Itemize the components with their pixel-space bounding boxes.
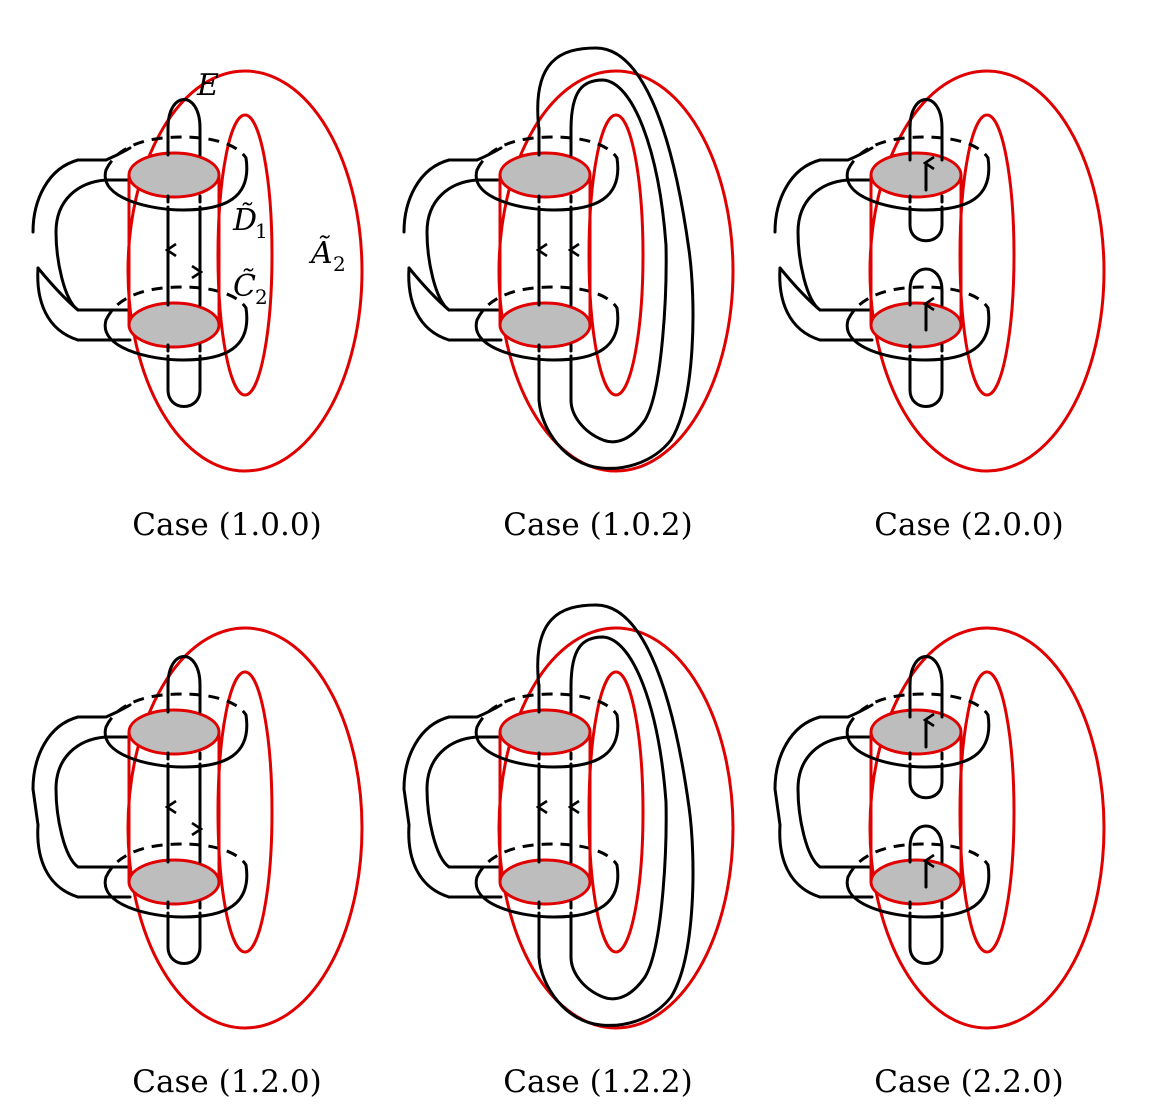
left-handle — [31, 146, 132, 342]
label-A-subscript: 2 — [333, 252, 346, 276]
case-caption: Case (1.2.0) — [132, 1064, 321, 1100]
case-panel: Case (1.0.0) — [31, 69, 364, 543]
disk-C2 — [127, 301, 221, 349]
torus-outer — [497, 69, 735, 473]
disk-D1 — [869, 151, 963, 199]
label-C-text: C̃ — [233, 269, 256, 304]
disk-D1 — [498, 708, 592, 756]
vertical-strands — [908, 98, 944, 408]
label-D-subscript: 1 — [255, 219, 268, 243]
disk-D1 — [869, 708, 963, 756]
disk-C2 — [869, 301, 963, 349]
label-C2: C̃ 2 — [233, 269, 268, 309]
torus-outer — [868, 69, 1106, 473]
torus-outer — [868, 626, 1106, 1030]
label-D1: D̃ 1 — [232, 203, 268, 243]
label-C-subscript: 2 — [255, 285, 268, 309]
vertical-strands — [539, 683, 571, 959]
case-caption: Case (1.2.2) — [503, 1064, 692, 1100]
left-handle — [402, 703, 503, 899]
disk-D1 — [127, 151, 221, 199]
wrap-strands — [536, 46, 695, 470]
label-E: E — [196, 68, 219, 103]
label-A-text: Ã — [308, 235, 333, 271]
left-handle — [402, 146, 503, 342]
left-handle — [773, 703, 874, 899]
disk-C2 — [498, 301, 592, 349]
case-panel: Case (1.2.2) — [402, 603, 735, 1100]
disk-D1 — [127, 708, 221, 756]
case-panel: Case (2.2.0) — [773, 626, 1106, 1100]
disk-C2 — [498, 858, 592, 906]
vertical-strands — [908, 655, 944, 965]
torus-outer — [497, 626, 735, 1030]
vertical-strands — [168, 98, 200, 408]
case-caption: Case (2.0.0) — [874, 507, 1063, 543]
vertical-strands — [539, 126, 571, 402]
disk-C2 — [127, 858, 221, 906]
case-caption: Case (1.0.2) — [503, 507, 692, 543]
disk-C2 — [869, 858, 963, 906]
label-E-text: E — [196, 68, 219, 103]
wrap-strands — [536, 603, 695, 1027]
vertical-strands — [168, 655, 200, 965]
left-handle — [31, 703, 132, 899]
case-caption: Case (2.2.0) — [874, 1064, 1063, 1100]
case-caption: Case (1.0.0) — [132, 507, 321, 543]
case-panel: Case (1.2.0) — [31, 626, 364, 1100]
torus-outer — [126, 626, 364, 1030]
disk-D1 — [498, 151, 592, 199]
case-panel: Case (2.0.0) — [773, 69, 1106, 543]
case-panel: Case (1.0.2) — [402, 46, 735, 543]
label-A2: Ã 2 — [308, 235, 346, 276]
label-D-text: D̃ — [232, 203, 257, 238]
left-handle — [773, 146, 874, 342]
